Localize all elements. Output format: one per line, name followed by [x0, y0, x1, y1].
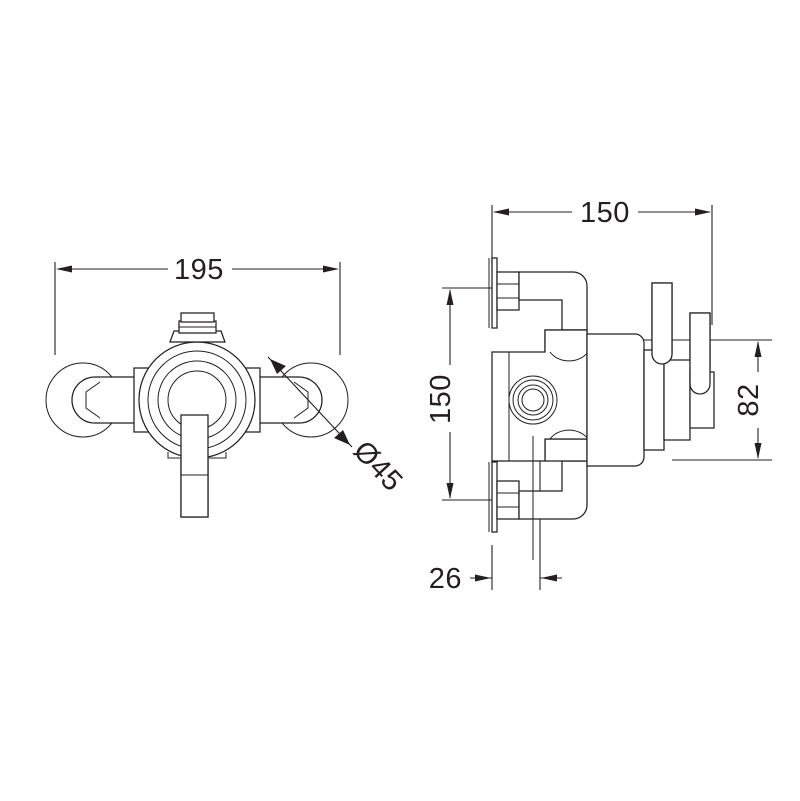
cartridge-section-1 [586, 333, 645, 467]
dimension-label-26: 26 [429, 563, 462, 595]
dimension-offset-26: 26 [429, 440, 562, 595]
top-junction-arc [549, 351, 589, 362]
bottom-junction-arc [549, 429, 589, 440]
cartridge-section-2 [643, 349, 665, 451]
dimension-width-195: 195 [54, 254, 341, 355]
dimension-label-diameter-45: Ø45 [347, 435, 409, 498]
valve-body-rings [45, 312, 349, 518]
lever-front-2 [689, 312, 711, 395]
bottom-flange-plate [491, 461, 498, 533]
dimension-label-height-150: 150 [425, 374, 457, 424]
top-cartridge-cap [169, 312, 226, 343]
body-feet [167, 452, 227, 459]
side-view: 150 150 82 [425, 197, 772, 595]
dimension-label-82: 82 [733, 383, 765, 416]
dimension-depth-150: 150 [491, 197, 713, 325]
bottom-hex-nut [496, 480, 520, 520]
outlet-port [508, 375, 558, 425]
dimension-height-150: 150 [425, 287, 500, 501]
valve-body-block [488, 257, 772, 560]
front-view: 195 [45, 254, 409, 518]
dimension-label-195: 195 [174, 254, 224, 286]
top-hex-nut [496, 271, 520, 311]
top-flange-plate [491, 257, 498, 329]
right-handle-arm [235, 362, 349, 438]
dimension-label-depth-150: 150 [580, 197, 630, 229]
cartridge-section-3 [663, 359, 691, 441]
lever-front-1 [651, 282, 673, 365]
